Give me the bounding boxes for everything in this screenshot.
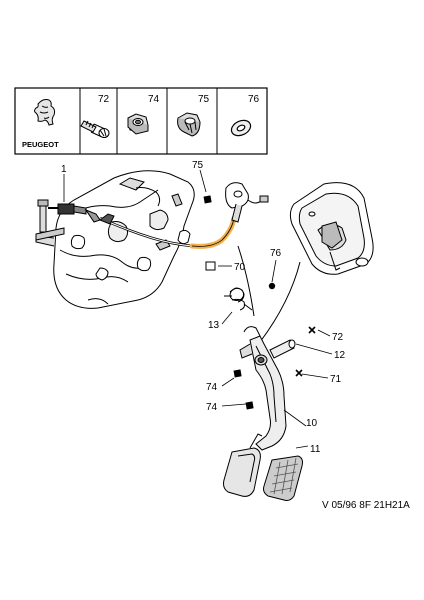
part-number-75: 75 [198,94,210,105]
cap-nut-icon [177,112,201,137]
callout-1: 1 [61,164,67,175]
callout-75: 75 [192,160,204,171]
part-number-74: 74 [148,94,160,105]
callout-12: 12 [334,350,346,361]
part-70-marker [205,261,216,271]
clutch-pedal [223,326,287,497]
callout-11: 11 [310,444,321,455]
part-number-76: 76 [248,94,260,105]
peugeot-lion-logo [34,99,56,126]
brand-label: PEUGEOT [22,140,59,149]
gearbox-housing [35,170,195,309]
leader-lines [63,169,333,449]
pedal-rubber [263,455,303,501]
nut-icon [127,113,149,135]
return-spring [224,287,253,311]
callout-72: 72 [332,332,344,343]
pivot-shaft [269,339,296,359]
cable-bracket [225,182,269,223]
callout-10: 10 [306,418,318,429]
fastener-markers [203,195,276,410]
parts-box: PEUGEOT 72 74 75 76 [14,87,268,155]
pedal-mounting-bracket [289,182,374,275]
cross-markers [295,326,316,377]
part-number-72: 72 [98,94,110,105]
callout-71: 71 [330,374,342,385]
callout-74-lower: 74 [206,402,218,413]
callout-74-upper: 74 [206,382,218,393]
callout-13: 13 [208,320,220,331]
callout-76: 76 [270,248,282,259]
clutch-cable [48,203,301,343]
bolt-icon [80,120,110,138]
callout-labels: 1 75 70 76 13 72 12 71 74 74 10 11 [61,160,346,455]
washer-icon [230,119,252,137]
callout-70: 70 [234,262,246,273]
clutch-fork [35,199,65,241]
drawing-reference: V 05/96 8F 21H21A [322,500,410,511]
